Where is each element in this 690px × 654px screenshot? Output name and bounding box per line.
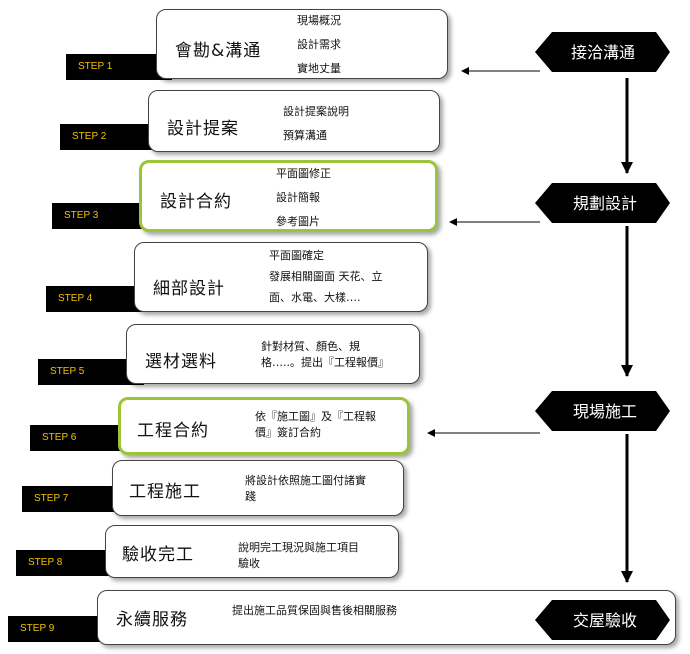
step-desc-6: 依『施工圖』及『工程報 價』簽訂合約	[255, 410, 376, 439]
step-card-7: 工程施工 將設計依照施工圖付諸實 踐	[112, 460, 404, 516]
phase-label-2: 規劃設計	[573, 194, 637, 213]
step-desc-3: 平面圖修正 設計簡報 參考圖片	[276, 167, 331, 228]
step-title-6: 工程合約	[137, 421, 209, 441]
phase-node-4: 交屋驗收	[535, 600, 670, 640]
step-label-8: STEP 8	[16, 550, 122, 576]
step-card-1: 會勘&溝通 現場概況 設計需求 實地丈量	[156, 9, 448, 79]
step-card-5: 選材選料 針對材質、顏色、規 格…..。提出『工程報價』	[126, 324, 420, 384]
phase-label-4: 交屋驗收	[573, 611, 637, 630]
step-title-3: 設計合約	[160, 192, 232, 212]
phase-node-2: 規劃設計	[535, 183, 670, 223]
phase-label-3: 現場施工	[573, 402, 637, 421]
step-desc-4: 平面圖確定 發展相關圖面 天花、立 面、水電、大樣….	[269, 249, 383, 304]
step-desc-2: 設計提案說明 預算溝通	[283, 105, 349, 142]
step-label-1: STEP 1	[66, 54, 172, 80]
step-title-7: 工程施工	[129, 482, 201, 502]
step-title-1: 會勘&溝通	[175, 41, 262, 61]
step-desc-5: 針對材質、顏色、規 格…..。提出『工程報價』	[261, 340, 389, 369]
step-title-8: 驗收完工	[122, 545, 194, 565]
step-label-7: STEP 7	[22, 486, 128, 512]
phase-node-3: 現場施工	[535, 391, 670, 431]
step-desc-9: 提出施工品質保固與售後相關服務	[232, 604, 397, 617]
step-card-3: 設計合約 平面圖修正 設計簡報 參考圖片	[139, 160, 438, 232]
step-desc-7: 將設計依照施工圖付諸實 踐	[245, 474, 366, 503]
step-title-4: 細部設計	[153, 279, 225, 299]
step-desc-8: 說明完工現況與施工項目 驗收	[238, 541, 359, 570]
step-card-2: 設計提案 設計提案說明 預算溝通	[148, 90, 440, 152]
step-label-9: STEP 9	[8, 616, 114, 642]
step-title-9: 永續服務	[116, 610, 188, 630]
step-title-2: 設計提案	[167, 119, 239, 139]
step-card-4: 細部設計 平面圖確定 發展相關圖面 天花、立 面、水電、大樣….	[134, 242, 428, 312]
step-desc-1: 現場概況 設計需求 實地丈量	[297, 14, 341, 75]
step-card-6: 工程合約 依『施工圖』及『工程報 價』簽訂合約	[118, 397, 410, 455]
phase-label-1: 接洽溝通	[571, 43, 635, 62]
step-title-5: 選材選料	[145, 352, 217, 372]
step-card-8: 驗收完工 說明完工現況與施工項目 驗收	[105, 525, 399, 578]
phase-node-1: 接洽溝通	[535, 32, 670, 72]
